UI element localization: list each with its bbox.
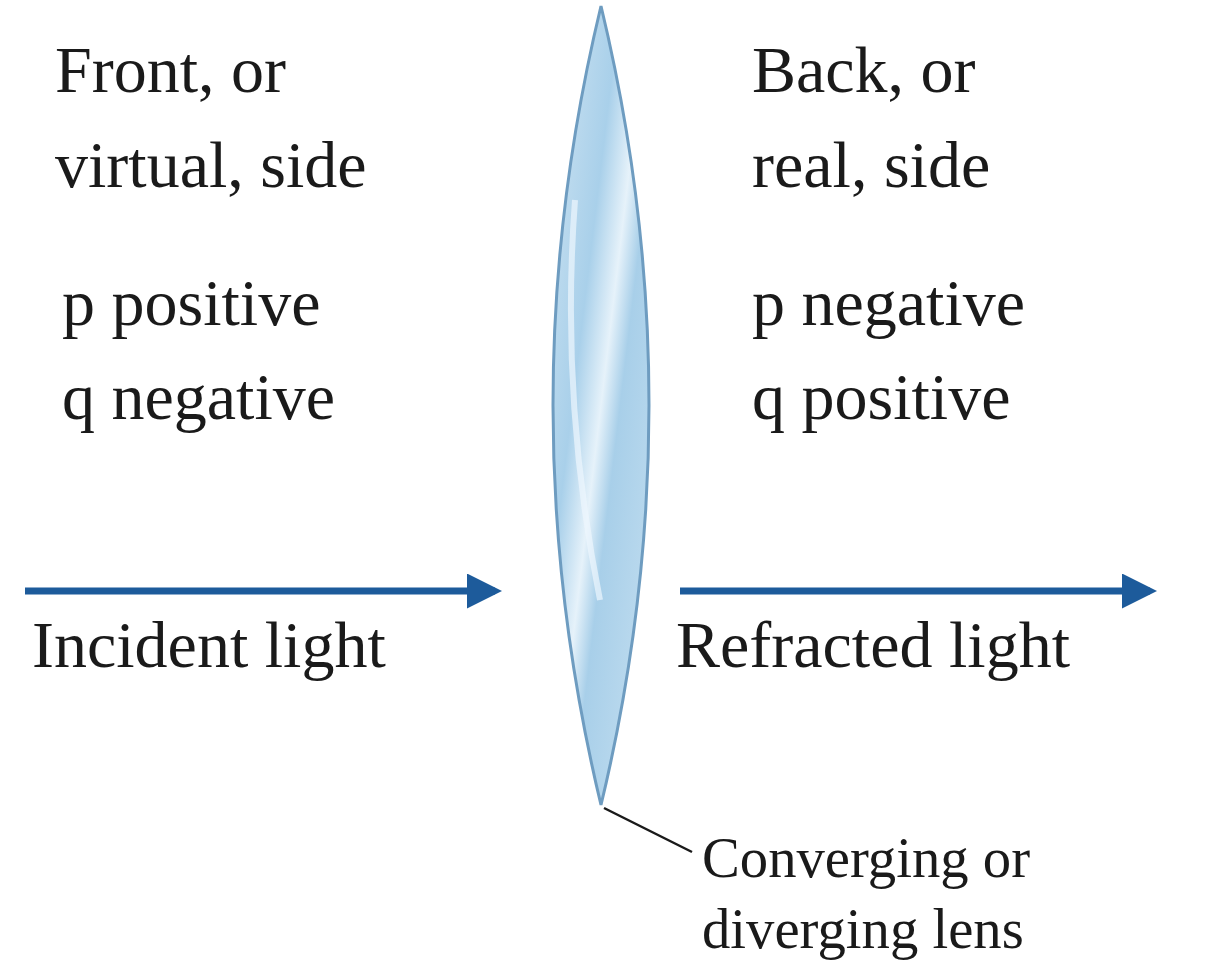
arrow-label: Incident light (32, 600, 502, 690)
refracted-arrow (680, 588, 1150, 595)
sign-rule: q positive (752, 352, 1172, 442)
lens-highlight (571, 200, 600, 600)
lens (553, 6, 649, 805)
sign-rule: p positive (62, 258, 482, 348)
incident-arrow (25, 588, 495, 595)
sign-rule: q negative (62, 352, 482, 442)
side-heading: Back, or real, side (752, 22, 1092, 212)
arrow-label: Refracted light (676, 600, 1196, 690)
side-heading: Front, or virtual, side (55, 22, 445, 212)
sign-rule: p negative (752, 258, 1172, 348)
lens-label: Converging or diverging lens (702, 822, 1222, 964)
leader-line (604, 808, 692, 852)
